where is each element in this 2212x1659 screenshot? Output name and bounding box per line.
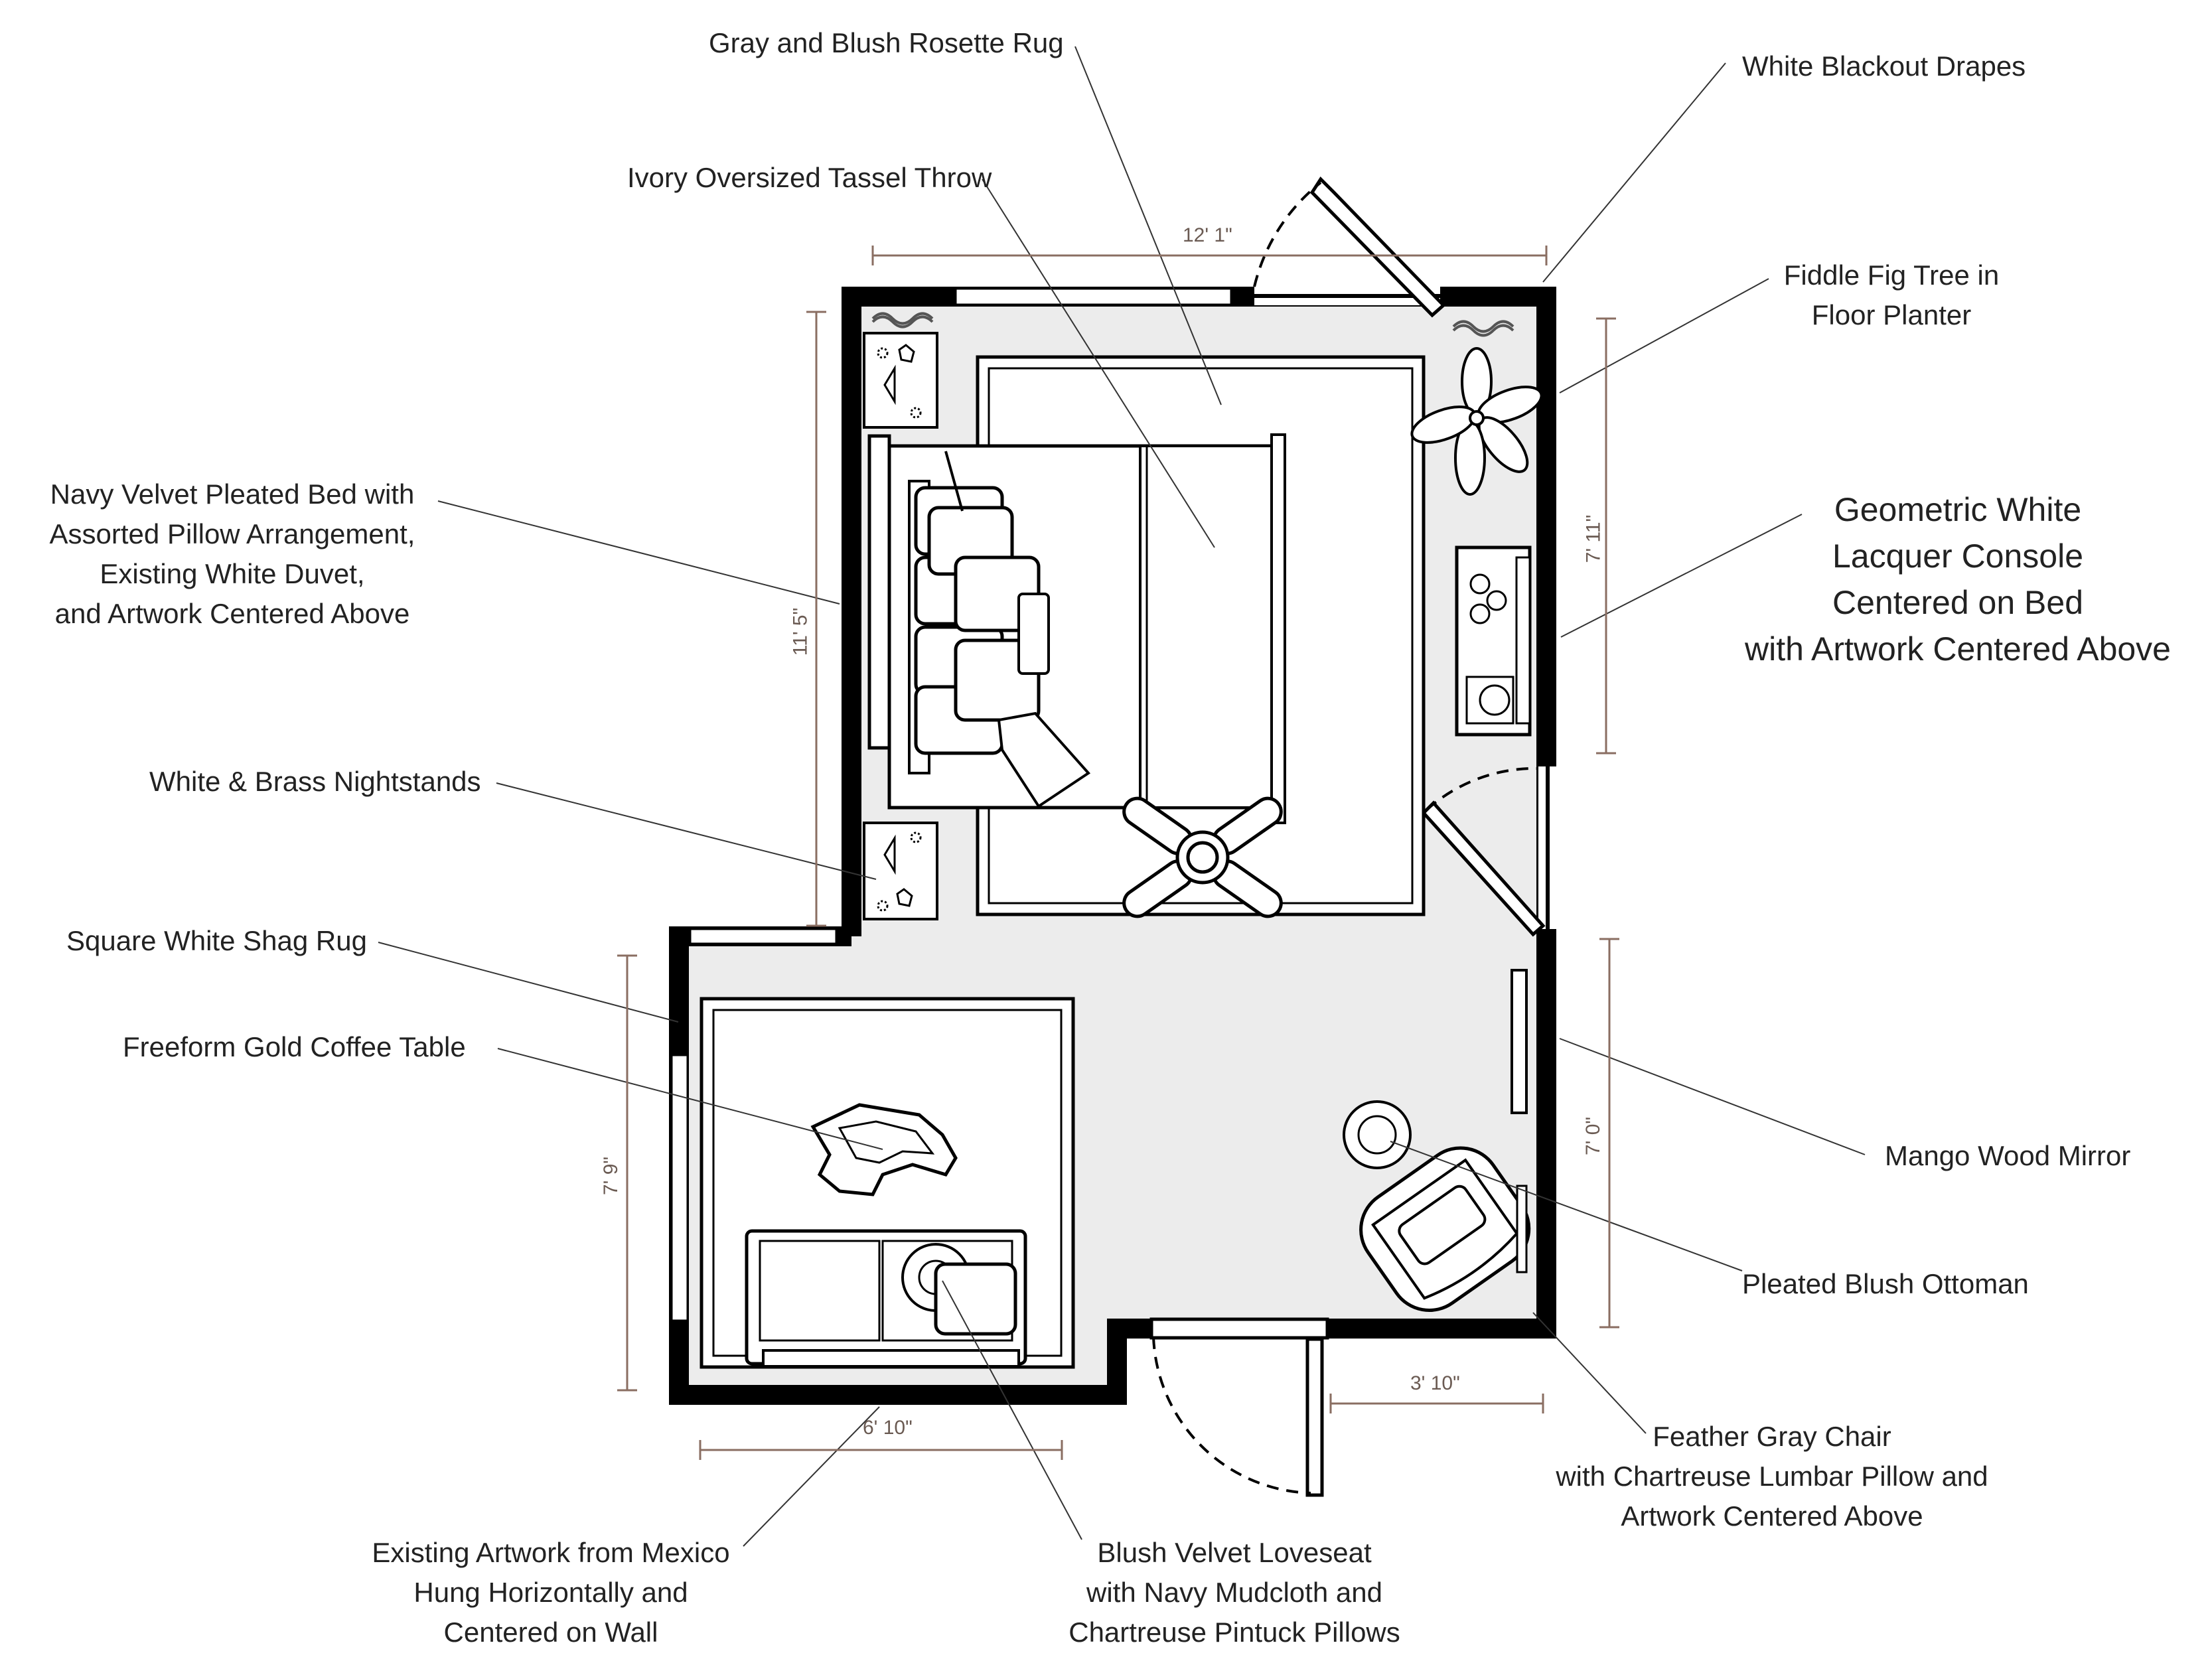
opening-left-upper [689, 928, 838, 945]
nightstand-top [863, 332, 938, 429]
door-right [1421, 766, 1557, 937]
mirror [1511, 969, 1528, 1114]
bed [867, 433, 1286, 824]
door-bottom [1149, 1317, 1329, 1497]
dim-top-width: 12' 1" [1183, 224, 1232, 246]
label-chair: Feather Gray Chair with Chartreuse Lumba… [1556, 1421, 1988, 1532]
dim-right-lower: 7' 0" [1582, 1116, 1605, 1156]
dim-right-upper: 7' 11" [1582, 514, 1605, 563]
label-console: Geometric White Lacquer Console Centered… [1745, 491, 2171, 668]
leader-lines [378, 46, 1866, 1547]
label-artwork-mexico: Existing Artwork from Mexico Hung Horizo… [372, 1537, 730, 1648]
label-mirror: Mango Wood Mirror [1885, 1140, 2131, 1171]
chair [1359, 1146, 1531, 1313]
console [1455, 545, 1532, 737]
label-nightstands: White & Brass Nightstands [149, 766, 481, 797]
label-throw: Ivory Oversized Tassel Throw [627, 162, 992, 193]
nightstand-bottom [863, 822, 938, 920]
label-shag-rug: Square White Shag Rug [66, 925, 367, 956]
label-fiddle-fig: Fiddle Fig Tree in Floor Planter [1783, 259, 2000, 330]
coffee-table [810, 1103, 958, 1196]
window-top [954, 287, 1232, 306]
label-rosette-rug: Gray and Blush Rosette Rug [709, 27, 1064, 58]
label-coffee-table: Freeform Gold Coffee Table [123, 1031, 466, 1062]
label-ottoman: Pleated Blush Ottoman [1742, 1268, 2029, 1299]
door-top [1253, 177, 1446, 318]
ottoman [1343, 1100, 1412, 1169]
dimension-lines [617, 246, 1619, 1460]
dim-lower-left-height: 7' 9" [600, 1156, 623, 1196]
ceiling-fan-icon [1122, 796, 1283, 918]
drapes-icon [871, 312, 1514, 337]
label-drapes: White Blackout Drapes [1742, 50, 2026, 82]
art-chair [1516, 1185, 1528, 1273]
dim-left-height: 11' 5" [789, 607, 812, 656]
label-loveseat: Blush Velvet Loveseat with Navy Mudcloth… [1069, 1537, 1400, 1648]
label-bed: Navy Velvet Pleated Bed with Assorted Pi… [49, 478, 415, 629]
dim-bottom-right: 3' 10" [1410, 1372, 1460, 1394]
loveseat [745, 1229, 1027, 1368]
window-lower-left [670, 1054, 689, 1322]
fiddle-fig-icon [1410, 347, 1543, 496]
dim-bottom-left: 6' 10" [863, 1417, 913, 1439]
